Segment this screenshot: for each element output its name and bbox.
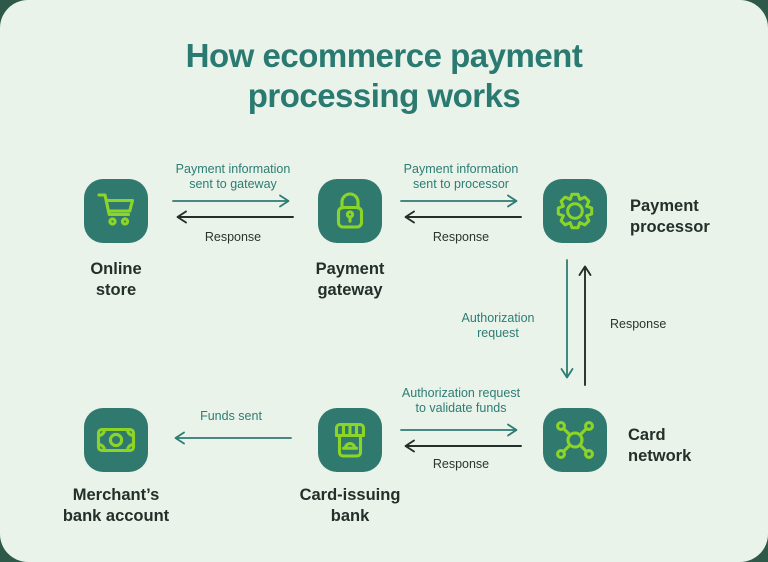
padlock-icon — [336, 192, 364, 229]
issuing-to-network-arrow — [400, 423, 518, 437]
issuing-to-merchant-funds-arrow — [174, 431, 292, 445]
issuing-network-request-label: Authorization request to validate funds — [401, 386, 521, 415]
gateway-to-processor-arrow — [400, 194, 518, 208]
payment-gateway-tile — [318, 179, 382, 243]
payment-gateway-label: Payment gateway — [315, 260, 385, 299]
shopping-cart-icon — [97, 193, 135, 226]
online-store-tile — [84, 179, 148, 243]
merchant-bank-label: Merchant’s bank account — [62, 486, 170, 525]
online-store-label: Online store — [90, 260, 142, 299]
gear-icon — [556, 192, 594, 230]
store-to-gateway-arrow — [172, 194, 290, 208]
card-issuing-bank-tile — [318, 408, 382, 472]
gateway-processor-request-label: Payment information sent to processor — [403, 162, 519, 191]
store-gateway-response-label: Response — [204, 230, 262, 244]
merchant-bank-tile — [84, 408, 148, 472]
network-processor-response-label: Response — [610, 317, 667, 331]
banknote-icon — [96, 427, 136, 453]
store-gateway-request-label: Payment information sent to gateway — [175, 162, 291, 191]
payment-processor-tile — [543, 179, 607, 243]
funds-sent-label: Funds sent — [200, 409, 262, 423]
processor-network-request-label: Authorization request — [461, 311, 535, 340]
processor-to-gateway-response-arrow — [404, 210, 522, 224]
network-icon — [556, 421, 594, 459]
issuing-network-response-label: Response — [432, 457, 490, 471]
storefront-icon — [334, 422, 366, 458]
page-title: How ecommerce payment processing works — [185, 37, 583, 114]
gateway-to-store-response-arrow — [176, 210, 294, 224]
card-network-tile — [543, 408, 607, 472]
card-network-label: Card network — [628, 426, 692, 465]
network-to-issuing-response-arrow — [404, 439, 522, 453]
gateway-processor-response-label: Response — [432, 230, 490, 244]
card-issuing-bank-label: Card-issuing bank — [299, 486, 401, 525]
payment-processor-label: Payment processor — [630, 197, 710, 236]
processor-network-vertical-arrows — [560, 259, 592, 386]
